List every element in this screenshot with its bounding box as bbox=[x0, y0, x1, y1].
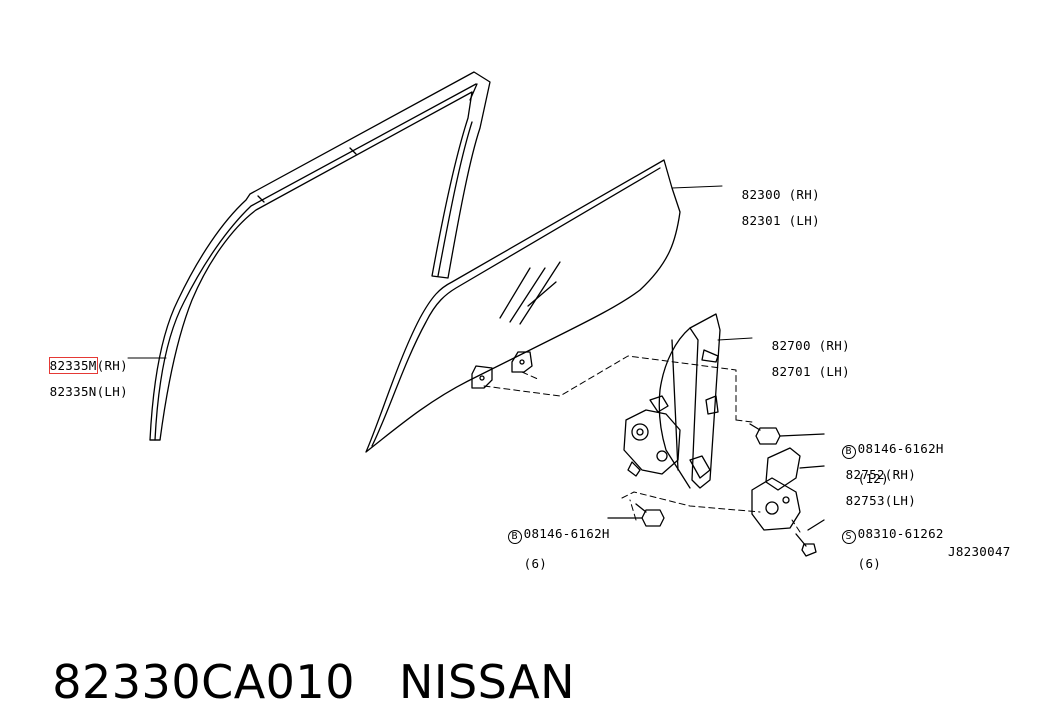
b-symbol-icon: B bbox=[841, 445, 856, 459]
window-regulator bbox=[623, 313, 721, 489]
diagram-reference: J8230047 bbox=[948, 544, 1011, 559]
parts-diagram bbox=[127, 71, 825, 557]
leader-lines bbox=[127, 185, 753, 359]
caption: 82330CA010 NISSAN bbox=[22, 598, 575, 710]
callout-glass: 82300 (RH) 82301 (LH) bbox=[741, 187, 820, 228]
door-sash-channel bbox=[149, 71, 491, 441]
callout-motor: 82752(RH) 82753(LH) bbox=[845, 467, 917, 508]
bolt-top bbox=[749, 423, 825, 445]
screw bbox=[795, 519, 825, 557]
caption-brand: NISSAN bbox=[398, 655, 576, 709]
b-symbol-icon: B bbox=[507, 530, 522, 544]
assembly-lines bbox=[483, 355, 801, 533]
callout-sash: 82335M(RH) 82335N(LH) bbox=[48, 357, 128, 399]
callout-regulator: 82700 (RH) 82701 (LH) bbox=[771, 338, 850, 379]
window-motor bbox=[751, 447, 825, 531]
bolt-bottom bbox=[607, 503, 665, 527]
caption-part-number: 82330CA010 bbox=[52, 655, 355, 709]
s-symbol-icon: S bbox=[841, 530, 856, 544]
door-glass bbox=[365, 159, 681, 453]
highlighted-part-number[interactable]: 82335M bbox=[48, 357, 98, 374]
